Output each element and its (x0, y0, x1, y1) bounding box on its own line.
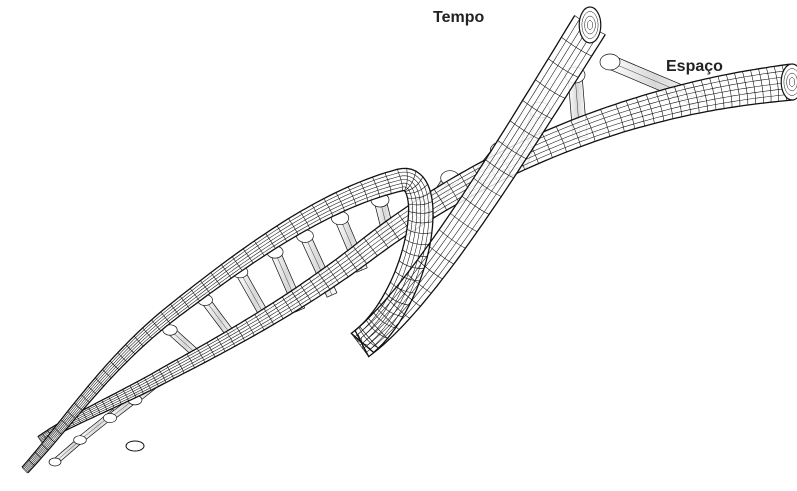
strand-tempo-end-cap (579, 7, 601, 43)
base-pair-joint (74, 436, 87, 445)
base-pair-joint (103, 413, 116, 422)
base-pair-joint (49, 458, 61, 466)
espaco-label: Espaço (666, 58, 723, 76)
base-pair-joint (600, 54, 620, 70)
tempo-label: Tempo (433, 9, 484, 27)
lower-tip-cap (126, 441, 144, 451)
